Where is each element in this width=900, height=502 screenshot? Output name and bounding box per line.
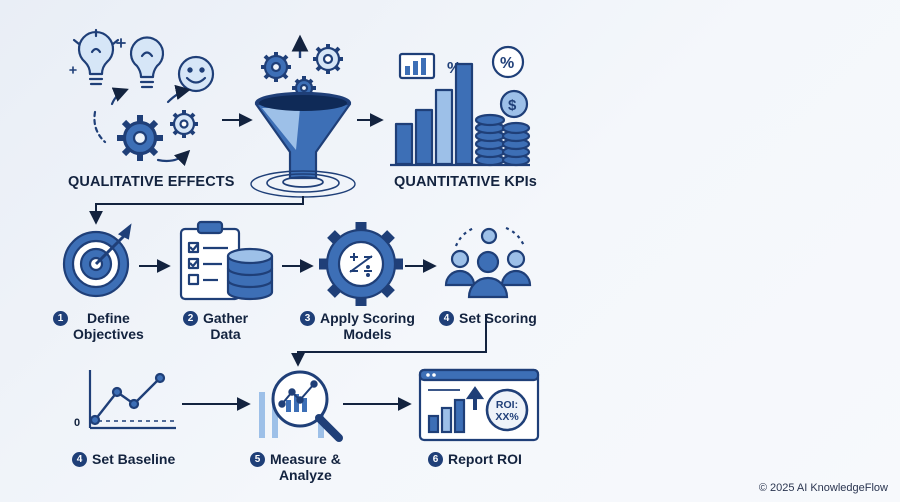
bar-chart-icon (398, 52, 436, 80)
database-icon (226, 247, 274, 301)
step-title-line1: Define (87, 310, 130, 326)
quantitative-kpis-label: QUANTITATIVE KPIs (394, 174, 537, 190)
step-measure-analyze: 5 Measure &Analyze (250, 451, 341, 483)
step-title-line1: Gather (203, 310, 249, 326)
step-title-line1: Set Scoring (459, 310, 537, 326)
step-number-badge: 1 (53, 311, 68, 326)
flow-connector (89, 196, 304, 225)
qualitative-effects-icon (69, 28, 215, 167)
dollar-text: $ (508, 97, 517, 114)
step-title-line1: Apply Scoring (320, 310, 415, 326)
flow-connector (291, 314, 487, 367)
step-title-line2: Objectives (73, 326, 144, 342)
step-title-line1: Set Baseline (92, 451, 176, 467)
baseline-zero-label: 0 (74, 417, 80, 429)
calculator-gear-icon (319, 222, 403, 306)
lightbulb-icon (72, 28, 120, 86)
step-number-badge: 5 (250, 452, 265, 467)
smiley-icon (177, 55, 215, 93)
step-set-scoring: 4 Set Scoring (439, 310, 537, 326)
copyright-footer: © 2025 AI KnowledgeFlow (758, 482, 888, 494)
gears-icon (117, 110, 198, 161)
percent-badge-text: % (500, 55, 514, 72)
qualitative-effects-label: QUALITATIVE EFFECTS (68, 174, 235, 190)
team-icon (444, 226, 532, 299)
lightbulb-icon (129, 36, 165, 89)
step-number-badge: 4 (439, 311, 454, 326)
gather-data-icon (179, 220, 274, 301)
magnifier-chart-icon (259, 370, 343, 442)
line-chart-icon (88, 370, 176, 430)
target-icon (62, 223, 132, 298)
roi-report-icon (418, 368, 540, 442)
step-number-badge: 6 (428, 452, 443, 467)
step-title-line1: Report ROI (448, 451, 522, 467)
funnel-icon (250, 34, 356, 198)
step-number-badge: 3 (300, 311, 315, 326)
step-title-line2: Data (210, 326, 241, 342)
step-report-roi: 6 Report ROI (428, 451, 522, 467)
step-title-line1: Measure & (270, 451, 341, 467)
step-number-badge: 2 (183, 311, 198, 326)
clipboard-icon (179, 220, 241, 301)
step-title-line2: Analyze (278, 467, 332, 483)
step-number-badge: 4 (72, 452, 87, 467)
quantitative-kpis-icon: % % $ (390, 45, 531, 167)
step-title-line2: Models (343, 326, 392, 342)
roi-label-text: ROI: (496, 399, 518, 411)
coin-stack-icon: $ (474, 89, 531, 167)
roi-value-text: XX% (495, 411, 519, 423)
step-set-baseline: 4 Set Baseline (72, 451, 175, 467)
